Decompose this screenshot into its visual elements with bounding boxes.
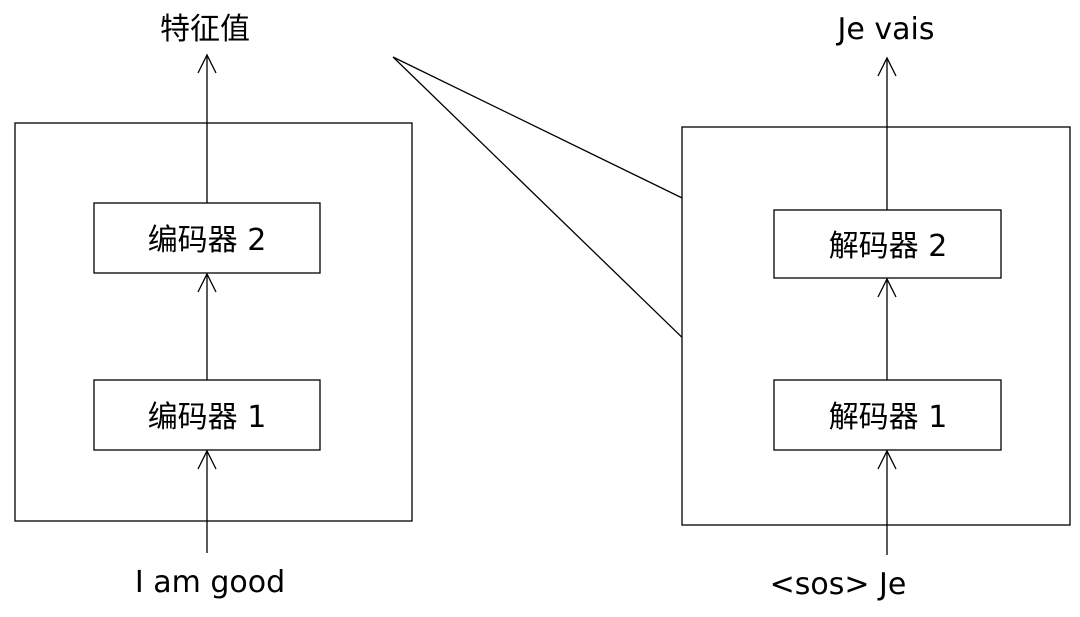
encoder-block-2 <box>93 202 321 274</box>
decoder-outer-box <box>681 126 1071 526</box>
decoder-input-arrowhead <box>877 449 897 470</box>
encoder-input-label: I am good <box>135 565 285 600</box>
decoder-block-1-label: 解码器 1 <box>829 400 948 435</box>
encoder-output-arrowhead <box>197 53 217 74</box>
encoder-input-arrowhead <box>197 449 217 470</box>
encoder-1-to-2-arrowhead <box>197 272 217 293</box>
decoder-block-2 <box>773 209 1002 279</box>
encoder-block-1-label: 编码器 1 <box>148 400 267 435</box>
decoder-block-1 <box>773 379 1002 451</box>
decoder-output-arrowhead <box>877 56 897 77</box>
encoder-outer-box <box>14 122 413 522</box>
decoder-stack: 解码器 2 解码器 1 Je vais <sos> Je <box>681 12 1071 602</box>
decoder-block-2-label: 解码器 2 <box>829 229 948 264</box>
encoder-output-label: 特征值 <box>160 12 250 47</box>
encoder-block-1 <box>93 379 321 451</box>
decoder-1-to-2-arrowhead <box>877 277 897 298</box>
encoder-block-2-label: 编码器 2 <box>148 223 267 258</box>
decoder-input-label: <sos> Je <box>770 567 907 602</box>
encoder-stack: 编码器 2 编码器 1 特征值 I am good <box>14 12 413 600</box>
decoder-output-label: Je vais <box>836 12 935 47</box>
